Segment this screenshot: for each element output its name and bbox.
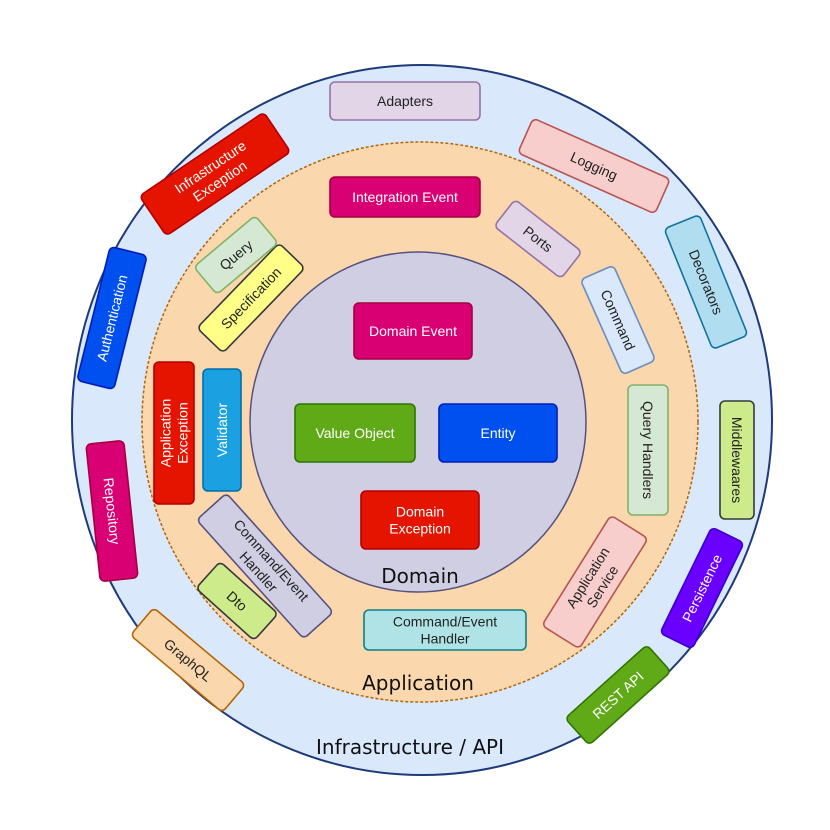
logging-shape <box>518 118 670 214</box>
validator-shape <box>202 368 242 492</box>
query-handlers-label: Query Handlers <box>640 401 656 499</box>
value-object-label: Value Object <box>315 425 394 441</box>
domain-event-shape <box>353 302 473 360</box>
application-title: Application <box>362 671 474 695</box>
value-object-shape <box>294 403 416 463</box>
specification-shape <box>198 244 304 352</box>
persistence-shape <box>660 527 744 649</box>
adapters-box: Adapters <box>329 81 481 121</box>
repository-shape <box>85 440 139 582</box>
application-exception-label: ApplicationException <box>158 399 191 468</box>
domain-event-box: Domain Event <box>353 302 473 360</box>
authentication-box: Authentication <box>77 246 147 390</box>
validator-box: Validator <box>202 368 242 492</box>
application-service-shape <box>542 516 648 648</box>
validator-label: Validator <box>214 403 230 458</box>
ports-box: Ports <box>495 200 581 278</box>
integration-event-label: Integration Event <box>352 189 458 205</box>
entity-box: Entity <box>438 403 558 463</box>
command-event-handler-bottom-shape <box>363 609 527 651</box>
query-handlers-box: Query Handlers <box>627 384 669 516</box>
application-exception-shape <box>153 361 195 505</box>
dto-shape <box>197 562 277 640</box>
integration-event-box: Integration Event <box>329 176 481 218</box>
command-shape <box>581 265 655 375</box>
value-object-box: Value Object <box>294 403 416 463</box>
graphql-shape <box>131 608 245 712</box>
middlewares-label: Middlewaares <box>729 417 745 503</box>
adapters-label: Adapters <box>377 93 433 109</box>
middlewares-box: Middlewaares <box>719 400 755 520</box>
query-handlers-shape <box>627 384 669 516</box>
entity-shape <box>438 403 558 463</box>
infrastructure-title: Infrastructure / API <box>316 735 504 759</box>
repository-box: Repository <box>85 440 139 582</box>
ports-shape <box>495 200 581 278</box>
authentication-shape <box>77 246 147 390</box>
domain-ring <box>249 251 587 593</box>
repository-label: Repository <box>101 477 124 545</box>
integration-event-shape <box>329 176 481 218</box>
middlewares-shape <box>719 400 755 520</box>
query-shape <box>195 216 277 294</box>
domain-title: Domain <box>381 564 459 588</box>
command-event-handler-left-shape <box>197 494 333 638</box>
entity-label: Entity <box>480 425 515 441</box>
application-exception-box: ApplicationException <box>153 361 195 505</box>
rest-api-shape <box>566 646 670 744</box>
domain-event-label: Domain Event <box>369 323 457 339</box>
dto-box: Dto <box>197 562 277 640</box>
domain-exception-shape <box>360 490 480 550</box>
query-box: Query <box>195 216 277 294</box>
decorators-shape <box>664 215 748 349</box>
adapters-shape <box>329 81 481 121</box>
logging-box: Logging <box>518 118 670 214</box>
infrastructure-exception-shape <box>140 113 290 235</box>
